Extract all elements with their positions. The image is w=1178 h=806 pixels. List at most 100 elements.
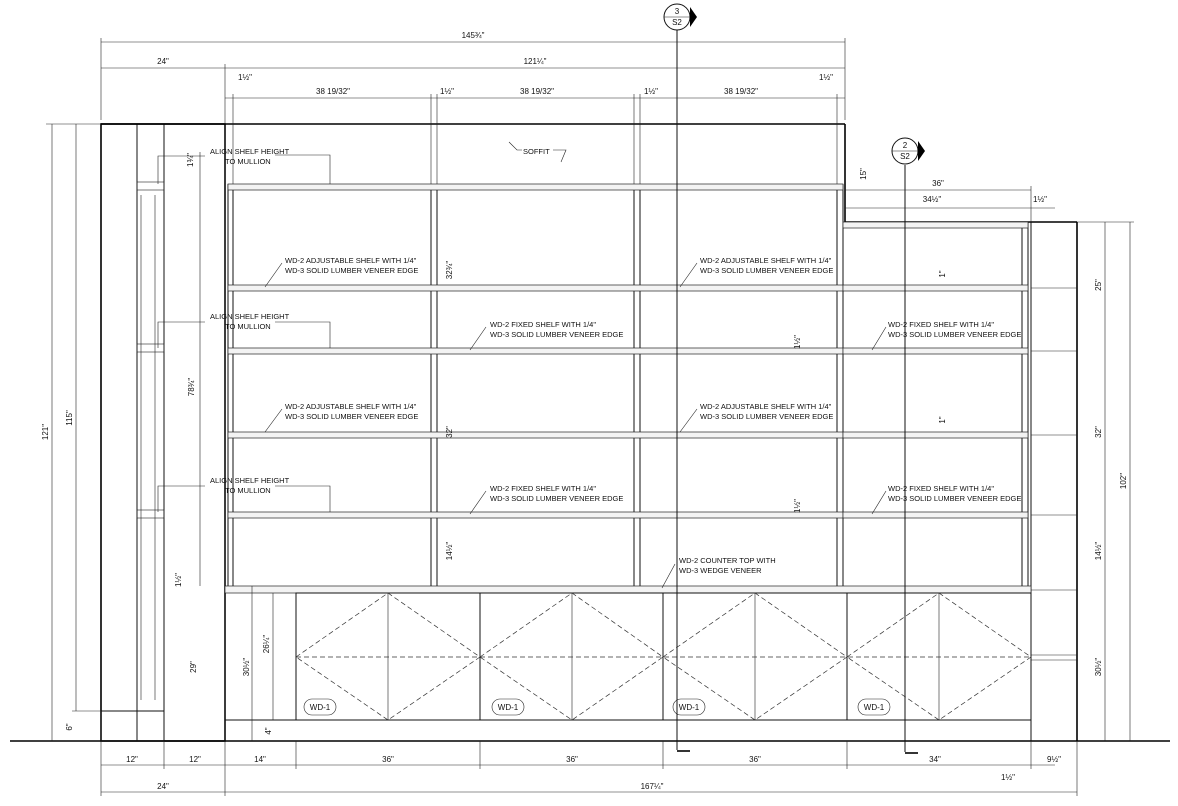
svg-text:34½": 34½" (923, 195, 942, 204)
svg-text:1½": 1½" (644, 87, 658, 96)
svg-text:4": 4" (264, 727, 273, 734)
note-soffit: SOFFIT (523, 147, 550, 156)
left-dimensions: 121" 115" 6" 1¾" 78¾" 1½" 29" 30½" 26¼" … (41, 123, 274, 741)
section-marker[interactable]: 2 S2 (891, 137, 925, 165)
svg-text:WD-1: WD-1 (310, 703, 331, 712)
note-fixed-shelf: WD-2 FIXED SHELF WITH 1/4" (888, 484, 994, 493)
svg-text:TO MULLION: TO MULLION (225, 157, 271, 166)
svg-text:WD-1: WD-1 (864, 703, 885, 712)
right-dimensions: 25" 32" 14½" 30½" 102" (1077, 221, 1134, 741)
svg-text:1½": 1½" (440, 87, 454, 96)
note-adjustable-shelf: WD-2 ADJUSTABLE SHELF WITH 1/4" (700, 402, 832, 411)
svg-text:14½": 14½" (1094, 542, 1103, 561)
svg-text:32¾": 32¾" (445, 261, 454, 280)
bottom-dimensions: 12" 12" 14" 36" 36" 36" 34" 9½" 24" 167¼… (100, 741, 1078, 796)
note-adjustable-shelf: WD-2 ADJUSTABLE SHELF WITH 1/4" (285, 402, 417, 411)
svg-text:S2: S2 (672, 18, 682, 27)
svg-text:1½": 1½" (793, 335, 802, 349)
note-align-shelf: ALIGN SHELF HEIGHT (210, 147, 290, 156)
svg-text:WD-3 SOLID LUMBER VENEER EDGE: WD-3 SOLID LUMBER VENEER EDGE (285, 266, 418, 275)
note-adjustable-shelf: WD-2 ADJUSTABLE SHELF WITH 1/4" (285, 256, 417, 265)
svg-text:WD-1: WD-1 (679, 703, 700, 712)
section-marker[interactable]: 3 S2 (663, 3, 697, 31)
svg-text:WD-1: WD-1 (498, 703, 519, 712)
leader-lines (157, 141, 887, 589)
material-tags: WD-1 WD-1 WD-1 WD-1 (303, 698, 891, 716)
svg-text:32": 32" (1094, 426, 1103, 438)
svg-text:WD-3 SOLID LUMBER VENEER EDGE: WD-3 SOLID LUMBER VENEER EDGE (888, 494, 1021, 503)
svg-text:36": 36" (566, 755, 578, 764)
svg-text:9½": 9½" (1047, 755, 1061, 764)
svg-text:2: 2 (903, 141, 908, 150)
top-dimensions: 145¾" 24" 121¼" 1½" 38 19/32" 1½" 38 19/… (100, 31, 1055, 222)
svg-text:1¾": 1¾" (186, 153, 195, 167)
svg-text:121": 121" (41, 424, 50, 440)
svg-text:121¼": 121¼" (524, 57, 547, 66)
svg-text:1": 1" (938, 416, 947, 423)
svg-text:1½": 1½" (1001, 773, 1015, 782)
svg-text:1½": 1½" (793, 499, 802, 513)
svg-text:29": 29" (189, 661, 198, 673)
note-fixed-shelf: WD-2 FIXED SHELF WITH 1/4" (490, 320, 596, 329)
svg-text:78¾": 78¾" (187, 378, 196, 397)
svg-text:30½": 30½" (242, 658, 251, 677)
svg-text:WD-3 SOLID LUMBER VENEER EDGE: WD-3 SOLID LUMBER VENEER EDGE (700, 412, 833, 421)
svg-text:12": 12" (189, 755, 201, 764)
svg-text:32": 32" (445, 426, 454, 438)
note-fixed-shelf: WD-2 FIXED SHELF WITH 1/4" (888, 320, 994, 329)
svg-text:3: 3 (675, 7, 680, 16)
svg-text:TO MULLION: TO MULLION (225, 322, 271, 331)
svg-text:TO MULLION: TO MULLION (225, 486, 271, 495)
note-adjustable-shelf: WD-2 ADJUSTABLE SHELF WITH 1/4" (700, 256, 832, 265)
material-tag (491, 698, 525, 716)
svg-text:WD-3 SOLID LUMBER VENEER EDGE: WD-3 SOLID LUMBER VENEER EDGE (700, 266, 833, 275)
note-align-shelf: ALIGN SHELF HEIGHT (210, 476, 290, 485)
svg-text:1½": 1½" (1033, 195, 1047, 204)
material-tag (672, 698, 706, 716)
svg-text:34": 34" (929, 755, 941, 764)
svg-text:38 19/32": 38 19/32" (520, 87, 554, 96)
svg-text:1½": 1½" (174, 573, 183, 587)
svg-text:S2: S2 (900, 152, 910, 161)
svg-text:36": 36" (932, 179, 944, 188)
annotations: ALIGN SHELF HEIGHT TO MULLION ALIGN SHEL… (210, 147, 1021, 575)
material-tag (303, 698, 337, 716)
svg-text:WD-3 SOLID LUMBER VENEER EDGE: WD-3 SOLID LUMBER VENEER EDGE (490, 330, 623, 339)
interior-dimensions: 32¾" 32" 14½" 1½" 1½" 15" 1" 1" (445, 168, 947, 560)
svg-text:24": 24" (157, 57, 169, 66)
svg-text:36": 36" (382, 755, 394, 764)
svg-text:38 19/32": 38 19/32" (316, 87, 350, 96)
svg-text:167¼": 167¼" (641, 782, 664, 791)
svg-text:6": 6" (65, 723, 74, 730)
note-fixed-shelf: WD-2 FIXED SHELF WITH 1/4" (490, 484, 596, 493)
svg-text:14½": 14½" (445, 542, 454, 561)
left-wall (100, 123, 226, 742)
svg-text:WD-3 WEDGE VENEER: WD-3 WEDGE VENEER (679, 566, 762, 575)
svg-text:12": 12" (126, 755, 138, 764)
svg-text:25": 25" (1094, 279, 1103, 291)
dim-overall-top: 145¾" (462, 31, 485, 40)
svg-text:1½": 1½" (819, 73, 833, 82)
svg-text:1½": 1½" (238, 73, 252, 82)
svg-text:1": 1" (938, 270, 947, 277)
base-cabinets (224, 585, 1032, 721)
svg-text:115": 115" (65, 410, 74, 426)
svg-text:36": 36" (749, 755, 761, 764)
svg-text:WD-3 SOLID LUMBER VENEER EDGE: WD-3 SOLID LUMBER VENEER EDGE (285, 412, 418, 421)
note-align-shelf: ALIGN SHELF HEIGHT (210, 312, 290, 321)
note-counter-top: WD-2 COUNTER TOP WITH (679, 556, 776, 565)
svg-text:38 19/32": 38 19/32" (724, 87, 758, 96)
shelves (227, 183, 1077, 661)
svg-text:102": 102" (1119, 473, 1128, 489)
svg-text:14": 14" (254, 755, 266, 764)
shelf-uprights (227, 184, 1032, 741)
svg-text:WD-3 SOLID LUMBER VENEER EDGE: WD-3 SOLID LUMBER VENEER EDGE (888, 330, 1021, 339)
svg-text:26¼": 26¼" (262, 635, 271, 654)
svg-text:30½": 30½" (1094, 658, 1103, 677)
material-tag (857, 698, 891, 716)
svg-text:WD-3 SOLID LUMBER VENEER EDGE: WD-3 SOLID LUMBER VENEER EDGE (490, 494, 623, 503)
svg-text:24": 24" (157, 782, 169, 791)
section-cut-lines (676, 30, 918, 754)
svg-text:15": 15" (859, 168, 868, 180)
